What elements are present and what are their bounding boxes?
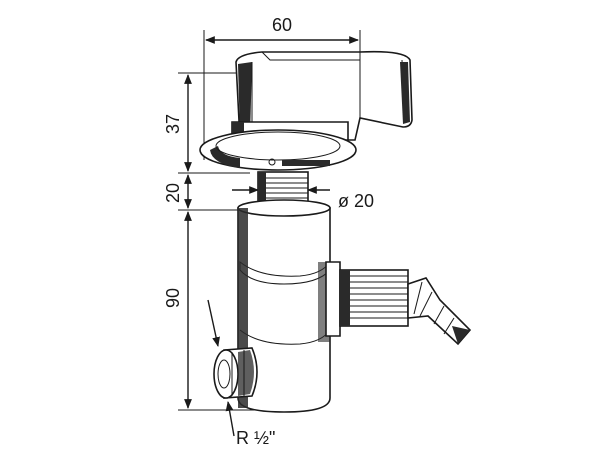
lever-handle	[235, 50, 413, 141]
dimension-label-60: 60	[272, 15, 292, 35]
dimension-label-connection: R ½"	[236, 428, 275, 448]
valve-body	[237, 199, 331, 413]
hose-barb	[407, 277, 472, 346]
dimension-label-20: 20	[163, 183, 183, 203]
dimension-width-top: 60	[203, 15, 361, 160]
dimension-collar-height: 20	[163, 174, 240, 211]
dimension-label-90: 90	[163, 288, 183, 308]
bottom-connection-nut	[213, 347, 258, 399]
rosette-flange	[199, 121, 357, 171]
dimension-connection-thread: R ½"	[207, 299, 275, 448]
dimension-label-diameter: ø 20	[338, 191, 374, 211]
dimension-label-37: 37	[163, 114, 183, 134]
side-outlet-thread	[325, 261, 409, 337]
threaded-stem	[257, 171, 309, 205]
dimension-handle-height: 37	[163, 72, 250, 174]
